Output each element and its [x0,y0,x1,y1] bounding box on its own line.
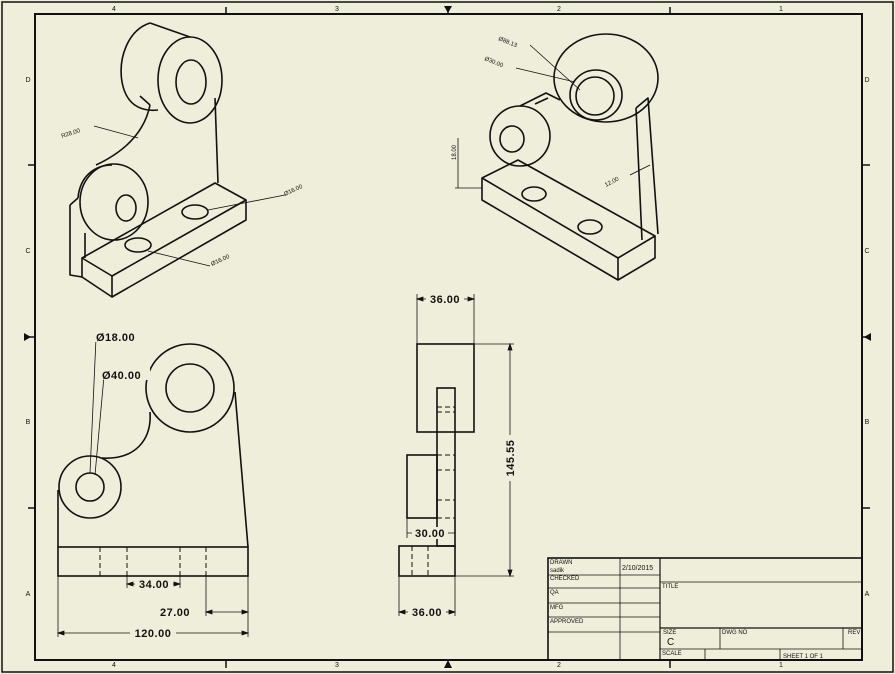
zone-bottom-4: 4 [112,662,116,669]
iso-right-thk-dim: 18.00 [452,144,458,160]
iso-left-leaders [93,125,286,267]
iso-left-hole-a-dim: Ø16.00 [283,184,304,198]
front-120-dim: 120.00 [135,628,172,640]
zone-top-2: 2 [557,6,561,13]
front-boss-dim: Ø40.00 [102,370,141,382]
side-top-width-dim: 36.00 [430,294,460,306]
iso-right-dia-a-dim: Ø88.13 [497,36,518,49]
front-hidden-lines [99,547,207,576]
iso-right-dia-b-dim: Ø30.00 [483,56,504,69]
zone-right-d: D [864,77,869,84]
iso-view-left [69,22,247,298]
approved-label: APPROVED [550,619,584,625]
zone-right-a: A [865,591,870,598]
front-view [57,343,249,577]
front-dimension-lines [56,337,250,637]
zone-left-b: B [26,419,31,426]
iso-left-radius-dim: R28.00 [61,128,82,140]
side-hidden-lines [411,406,455,576]
drawn-label: DRAWN [550,560,572,566]
centering-arrows [24,6,871,668]
zone-bottom-2: 2 [557,662,561,669]
zone-left-d: D [25,77,30,84]
drawn-date-value: 2/10/2015 [622,565,653,572]
scale-label: SCALE [662,651,682,657]
inner-border [34,13,863,661]
front-small-hole-dim: Ø18.00 [96,332,135,344]
dwg-no-label: DWG NO [722,630,748,636]
side-view [398,343,475,577]
side-bottom-width-dim: 36.00 [412,607,442,619]
iso-left-hole-b-dim: Ø16.00 [210,254,231,268]
checked-label: CHECKED [550,576,580,582]
zone-right-c: C [864,248,869,255]
zone-left-a: A [26,591,31,598]
zone-bottom-1: 1 [779,662,783,669]
title-block [547,557,863,661]
qa-label: QA [550,590,559,596]
zone-labels: 4 3 2 1 4 3 2 1 D C B A D C B A [25,6,869,669]
mfg-label: MFG [550,605,564,611]
front-34-dim: 34.00 [139,579,169,591]
title-block-text: DRAWN sadik 2/10/2015 CHECKED QA MFG APP… [550,560,860,660]
zone-top-3: 3 [335,6,339,13]
size-label: SIZE [663,630,676,636]
side-30-dim: 30.00 [415,528,445,540]
zone-top-1: 1 [779,6,783,13]
zone-bottom-3: 3 [335,662,339,669]
drawn-by-value: sadik [550,568,565,574]
size-value: C [667,637,674,648]
zone-left-c: C [25,248,30,255]
side-height-dim: 145.55 [505,440,517,477]
side-dimension-text: 36.00 145.55 30.00 36.00 [408,293,517,619]
sheet-label: SHEET 1 OF 1 [783,654,824,660]
rev-label: REV [848,630,860,636]
iso-right-leaders [455,44,651,189]
zone-top-4: 4 [112,6,116,13]
zone-right-b: B [865,419,870,426]
front-27-dim: 27.00 [160,607,190,619]
iso-right-rib-dim: 12.00 [604,176,621,189]
zone-ticks [28,7,870,668]
front-dimension-text: Ø18.00 Ø40.00 34.00 27.00 120.00 [93,330,190,640]
title-label: TITLE [662,584,678,590]
iso-view-right [481,33,659,281]
